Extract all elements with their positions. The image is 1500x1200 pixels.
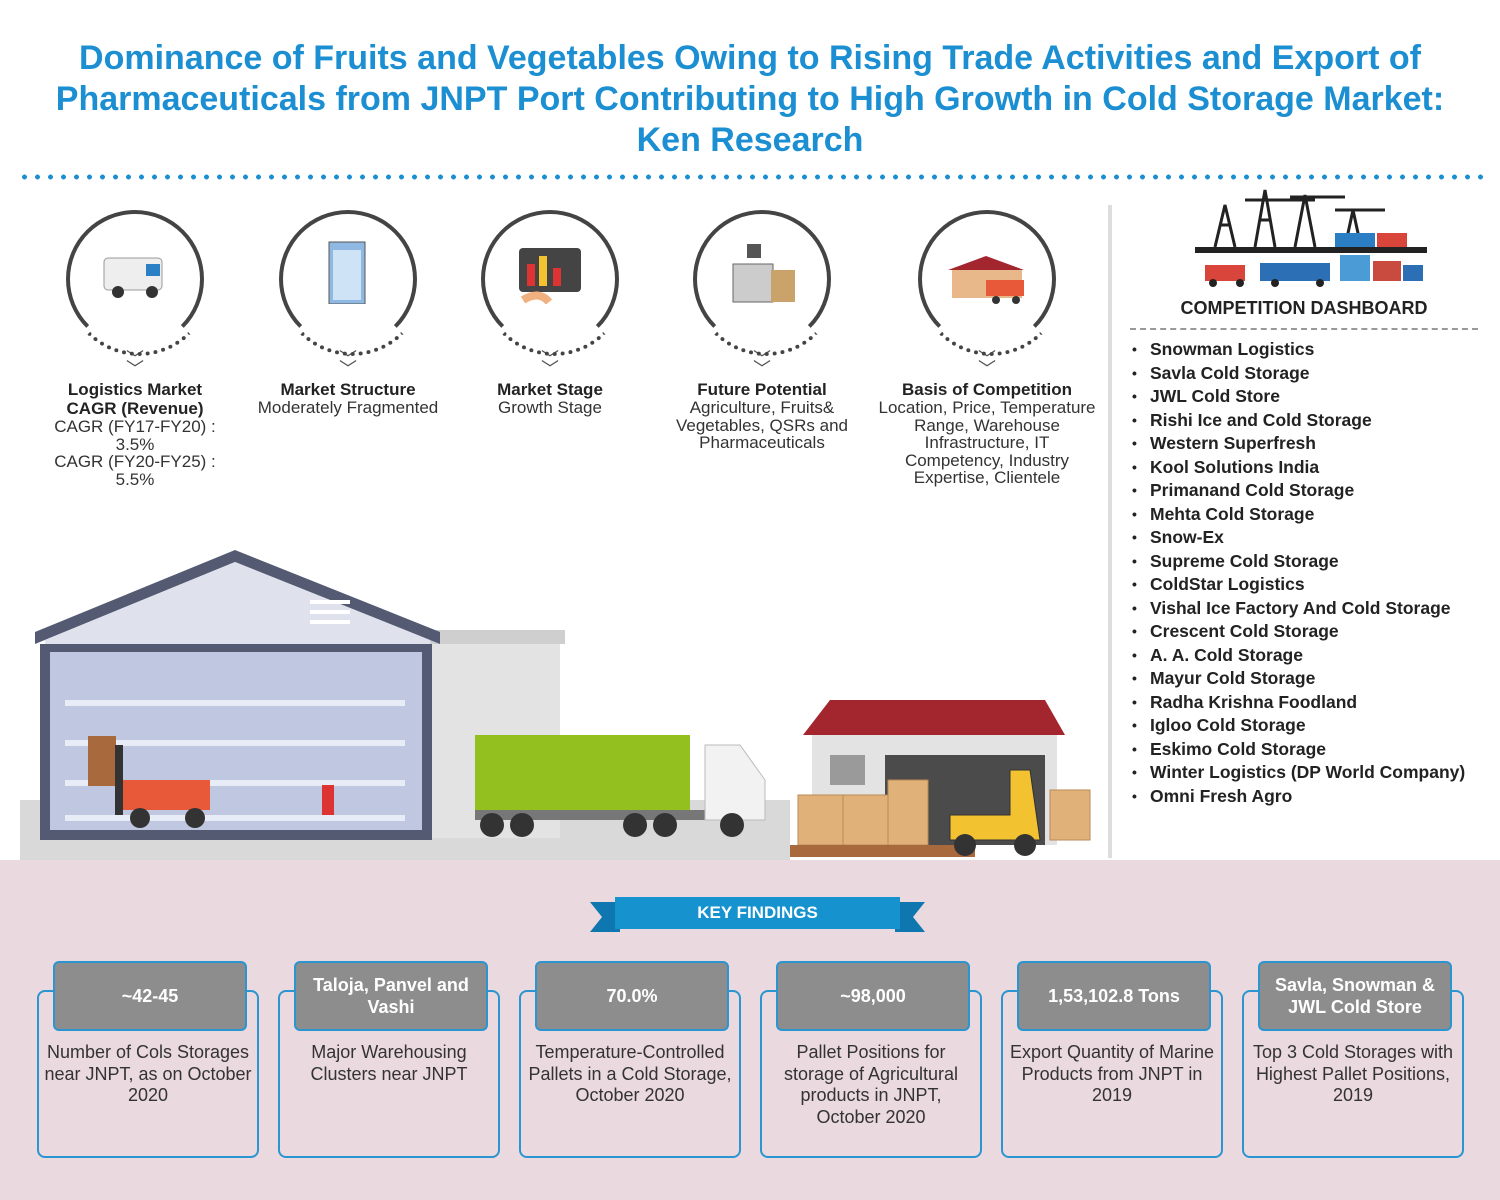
delivery-van-icon [103,257,163,298]
finding-value: ~98,000 [776,961,970,1031]
finding-value: ~42-45 [53,961,247,1031]
competitor-item: Crescent Cold Storage [1130,622,1480,641]
competitor-item: Snow-Ex [1130,528,1480,547]
stat-heading: Market Structure [280,380,416,399]
chevron-down-icon: ﹀﹀ [753,349,771,379]
finding-description: Temperature-Controlled Pallets in a Cold… [528,1042,732,1105]
competitor-item: Savla Cold Storage [1130,364,1480,383]
competitor-item: Radha Krishna Foodland [1130,693,1480,712]
finding-description: Export Quantity of Marine Products from … [1009,1042,1215,1105]
stat-heading: Market Stage [497,380,603,399]
chevron-down-icon: ﹀﹀ [978,349,996,379]
stat-value: CAGR (FY17-FY20) : [54,417,216,436]
cold-storage-warehouse-illustration [20,550,1091,862]
icon-ring [693,210,839,356]
competitor-item: Vishal Ice Factory And Cold Storage [1130,599,1480,618]
competitor-item: Winter Logistics (DP World Company) [1130,763,1480,782]
finding-description: Major Warehousing Clusters near JNPT [310,1042,468,1084]
competitor-item: Supreme Cold Storage [1130,552,1480,571]
icon-ring [481,210,627,356]
competition-dashboard-title: COMPETITION DASHBOARD [1180,298,1428,318]
stat-heading: Future Potential [697,380,827,399]
competitor-item: Kool Solutions India [1130,458,1480,477]
icon-ring [918,210,1064,356]
refrigerator-icon [328,241,366,304]
chevron-down-icon: ﹀﹀ [541,349,559,379]
finding-value: Taloja, Panvel and Vashi [294,961,488,1031]
key-findings-banner: KEY FINDINGS [615,897,900,929]
vertical-divider [1108,205,1112,858]
stat-heading: Basis of Competition [901,380,1072,399]
finding-description: Pallet Positions for storage of Agricult… [783,1042,959,1127]
cash-register-icon [732,244,795,303]
stat-value: Moderately Fragmented [257,398,439,417]
competitor-item: Omni Fresh Agro [1130,787,1480,806]
port-crane-icon [1195,189,1427,287]
stat-value: Agriculture, Fruits& Vegetables, QSRs an… [675,398,848,452]
competitor-item: JWL Cold Store [1130,387,1480,406]
finding-description: Number of Cols Storages near JNPT, as on… [44,1042,252,1105]
chevron-down-icon: ﹀﹀ [339,349,357,379]
competitor-item: Primanand Cold Storage [1130,481,1480,500]
icon-ring [279,210,425,356]
competitor-item: Rishi Ice and Cold Storage [1130,411,1480,430]
competitor-item: Western Superfresh [1130,434,1480,453]
stat-value: Growth Stage [498,398,602,417]
competitor-item: Igloo Cold Storage [1130,716,1480,735]
competitor-item: Eskimo Cold Storage [1130,740,1480,759]
competitor-list: Snowman LogisticsSavla Cold StorageJWL C… [1130,340,1480,811]
competitor-item: Mehta Cold Storage [1130,505,1480,524]
dotted-divider [18,174,1488,180]
icon-ring [66,210,212,356]
finding-value: 70.0% [535,961,729,1031]
stat-heading: Logistics Market CAGR (Revenue) [66,380,204,418]
competitor-item: Snowman Logistics [1130,340,1480,359]
competitor-item: Mayur Cold Storage [1130,669,1480,688]
warehouse-truck-icon [948,256,1024,304]
stat-value: Location, Price, Temperature Range, Ware… [878,398,1096,487]
stat-value: CAGR (FY20-FY25) : [54,452,216,471]
finding-value: Savla, Snowman & JWL Cold Store [1258,961,1452,1031]
chevron-down-icon: ﹀﹀ [126,349,144,379]
dashed-divider [1130,328,1478,330]
competitor-item: ColdStar Logistics [1130,575,1480,594]
competitor-item: A. A. Cold Storage [1130,646,1480,665]
tablet-chart-icon [519,248,581,304]
finding-value: 1,53,102.8 Tons [1017,961,1211,1031]
stat-0: ﹀﹀ Logistics Market CAGR (Revenue)CAGR (… [25,210,245,488]
stat-value: 5.5% [115,469,155,489]
page-title: Dominance of Fruits and Vegetables Owing… [55,39,1445,159]
finding-description: Top 3 Cold Storages with Highest Pallet … [1252,1042,1454,1105]
stat-value: 3.5% [115,434,155,454]
